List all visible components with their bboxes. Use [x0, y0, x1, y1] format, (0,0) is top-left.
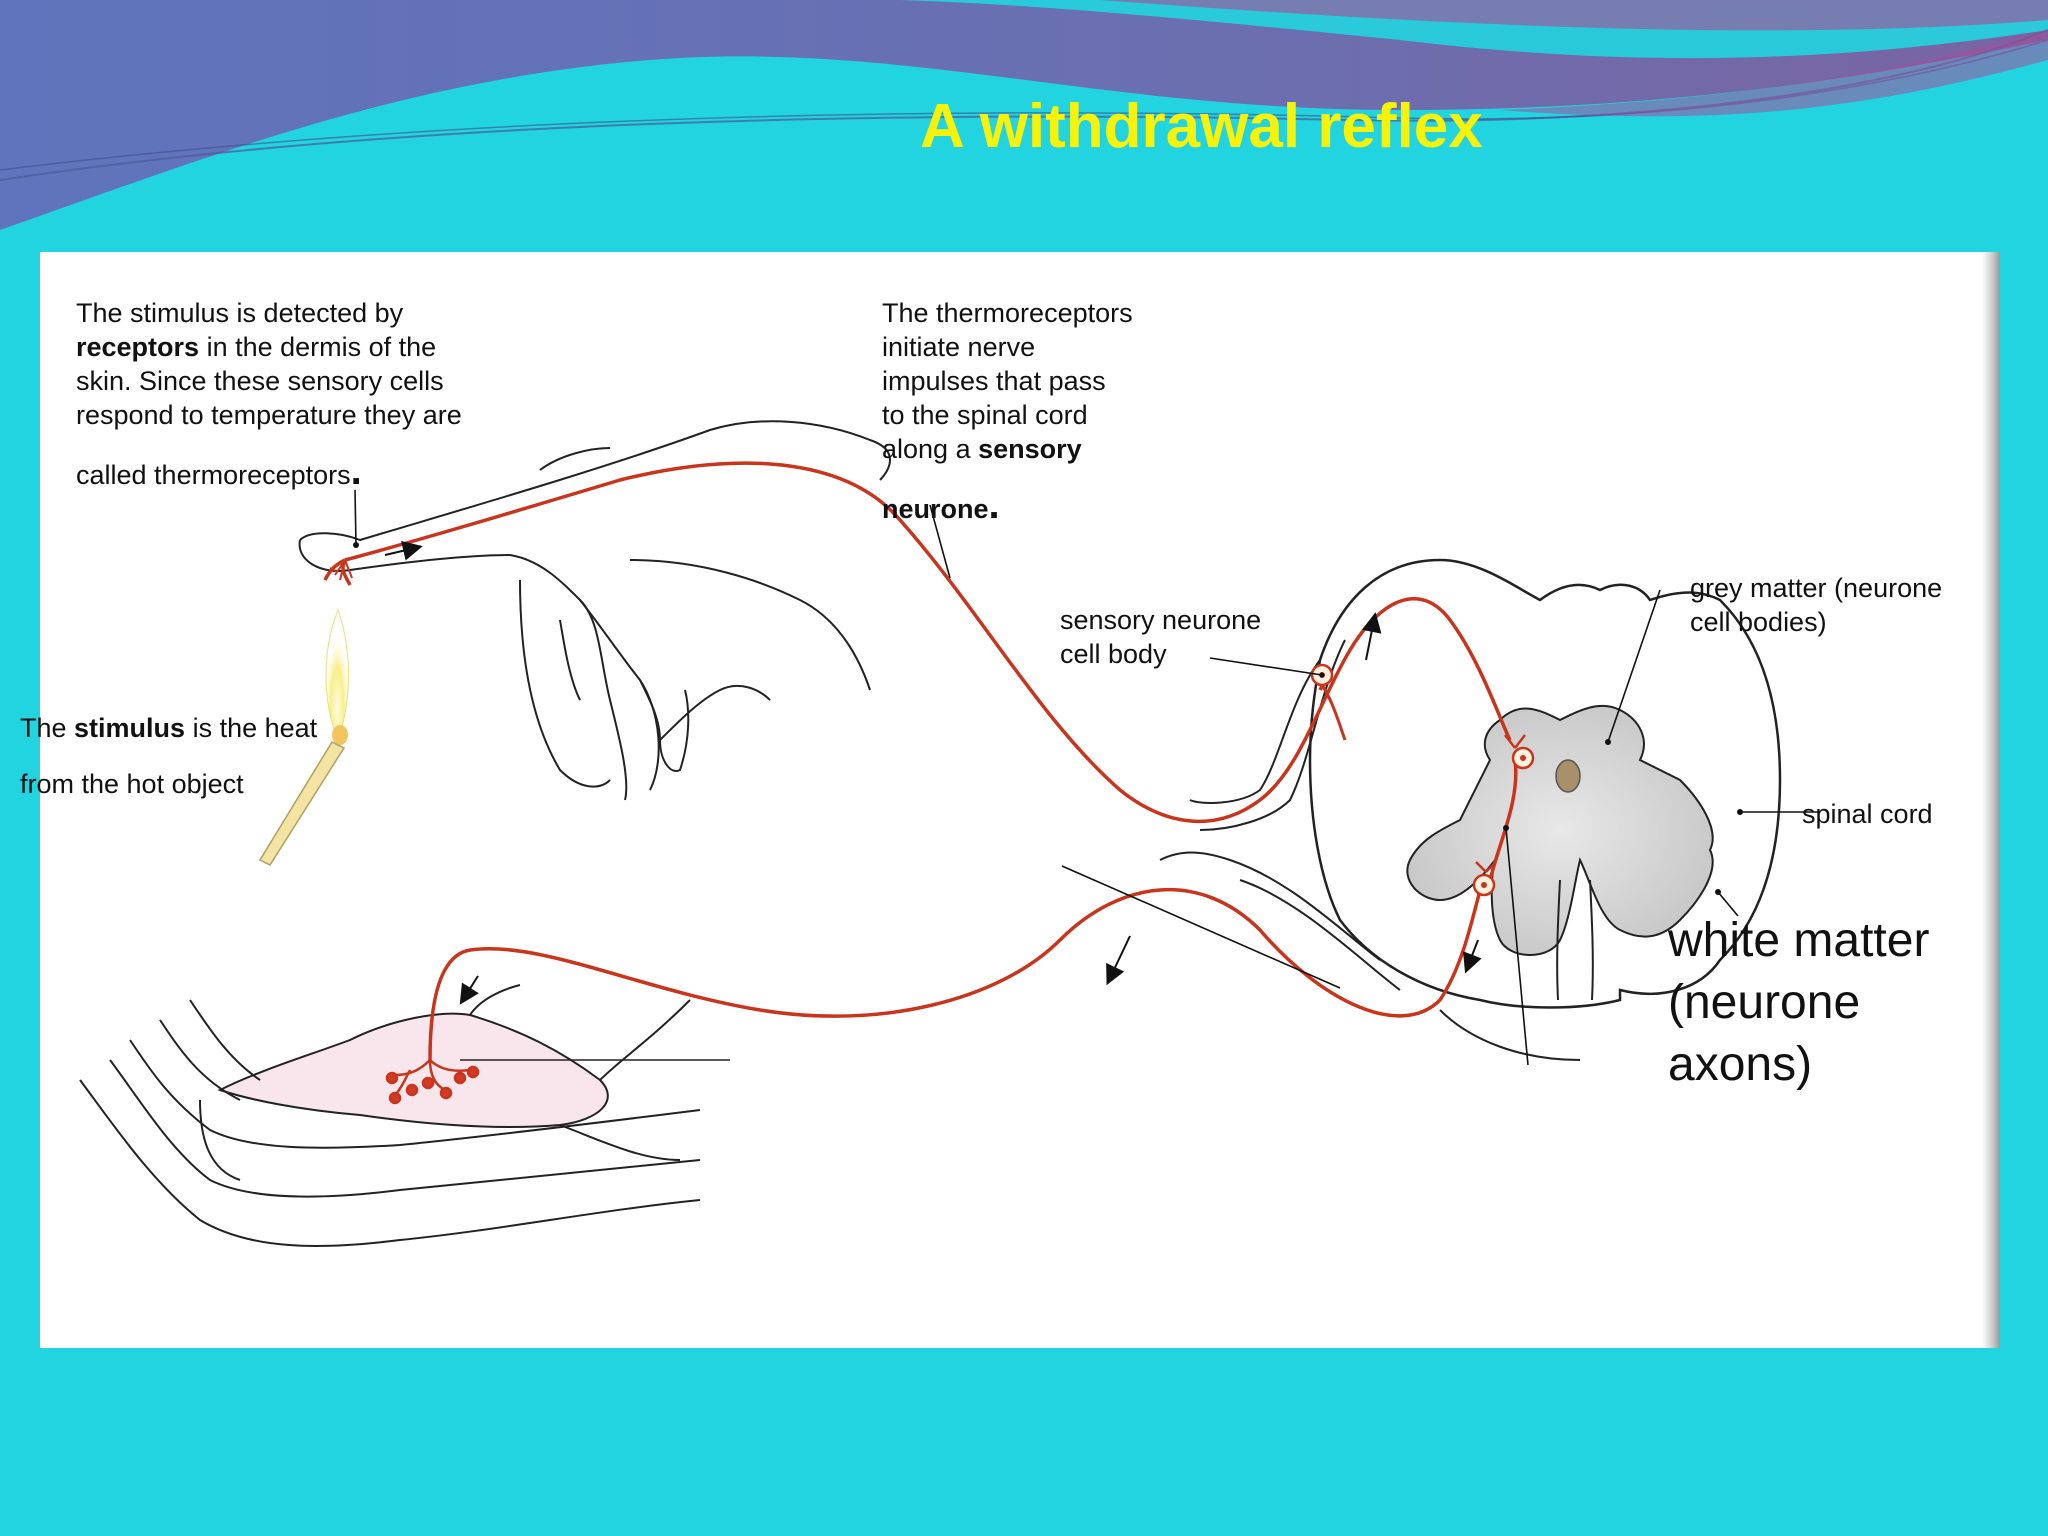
label-pointer-dots: [353, 542, 1743, 895]
stimulus-label-line-1-prefix: The: [20, 713, 75, 743]
stimulus-label: The stimulus is the heat from the hot ob…: [20, 700, 317, 812]
receptor-label-line-4: respond to temperature they are: [76, 400, 462, 430]
thermoreceptor-ending: [329, 559, 353, 581]
cell-body-label-line-1: sensory neurone: [1060, 605, 1262, 635]
sensory-neurone-label-line-4: to the spinal cord: [882, 400, 1088, 430]
white-matter-label-line-3: axons): [1668, 1038, 1813, 1091]
receptor-label-line-3: skin. Since these sensory cells: [76, 366, 444, 396]
arm-and-muscle: [79, 984, 730, 1247]
stimulus-label-line-2: from the hot object: [20, 769, 244, 799]
white-matter-label-line-2: (neurone: [1668, 976, 1861, 1029]
receptor-label-period: .: [350, 449, 362, 493]
neurone-term: neurone: [882, 494, 989, 524]
hand-outline: [298, 420, 891, 801]
receptor-label-line-1: The stimulus is detected by: [76, 298, 404, 328]
stimulus-label-line-1: The stimulus is the heat: [20, 700, 317, 756]
sensory-neurone-label-line-2: initiate nerve: [882, 332, 1036, 362]
receptors-term: receptors: [76, 332, 200, 362]
spinal-cord-cross-section: [1159, 558, 1782, 1061]
panel-edge-shadow: [1982, 252, 2000, 1348]
thermoreceptors-term: called thermoreceptors: [76, 460, 351, 490]
sensory-neurone-label-line-3: impulses that pass: [882, 366, 1106, 396]
stimulus-term: stimulus: [74, 713, 186, 743]
grey-matter-label-line-1: grey matter (neurone: [1690, 573, 1943, 603]
cell-body-label: sensory neurone cell body: [1060, 603, 1261, 671]
grey-matter-label: grey matter (neurone cell bodies): [1690, 571, 1942, 639]
hot-object-flame: [258, 608, 349, 866]
sensory-neurone-label: The thermoreceptors initiate nerve impul…: [882, 296, 1133, 526]
receptor-label-line-2-rest: in the dermis of the: [199, 332, 437, 362]
relay-neurone-cell-body: [1504, 734, 1535, 770]
sensory-neurone-label-line-6: neurone.: [882, 485, 1133, 526]
white-matter-label: white matter (neurone axons): [1668, 910, 1929, 1096]
stimulus-label-line-1-rest: is the heat: [185, 713, 318, 743]
sensory-neurone-label-line-5-prefix: along a: [882, 434, 979, 464]
grey-matter-label-line-2: cell bodies): [1690, 607, 1827, 637]
receptor-label-line-2: receptors in the dermis of the: [76, 330, 462, 364]
motor-neurone-pathway: [428, 759, 1518, 1061]
motor-end-plate: [385, 1059, 480, 1105]
spinal-cord-label: spinal cord: [1802, 799, 1933, 829]
sensory-neurone-label-line-1: The thermoreceptors: [882, 298, 1133, 328]
slide-title: A withdrawal reflex: [920, 92, 1483, 161]
impulse-direction-arrows: [384, 540, 1482, 1005]
white-matter-label-line-1: white matter: [1668, 914, 1930, 967]
motor-neurone-cell-body: [1472, 861, 1497, 897]
header-wave-decoration: [0, 0, 2048, 230]
sensory-neurone-label-period: .: [988, 483, 1000, 527]
sensory-neurone-label-line-5: along a sensory: [882, 432, 1133, 466]
cell-body-label-line-2: cell body: [1060, 639, 1167, 669]
receptor-label: The stimulus is detected by receptors in…: [76, 296, 462, 492]
label-pointer-lines: [354, 489, 1818, 1066]
sensory-term: sensory: [978, 434, 1082, 464]
receptor-label-line-5: called thermoreceptors.: [76, 451, 462, 492]
